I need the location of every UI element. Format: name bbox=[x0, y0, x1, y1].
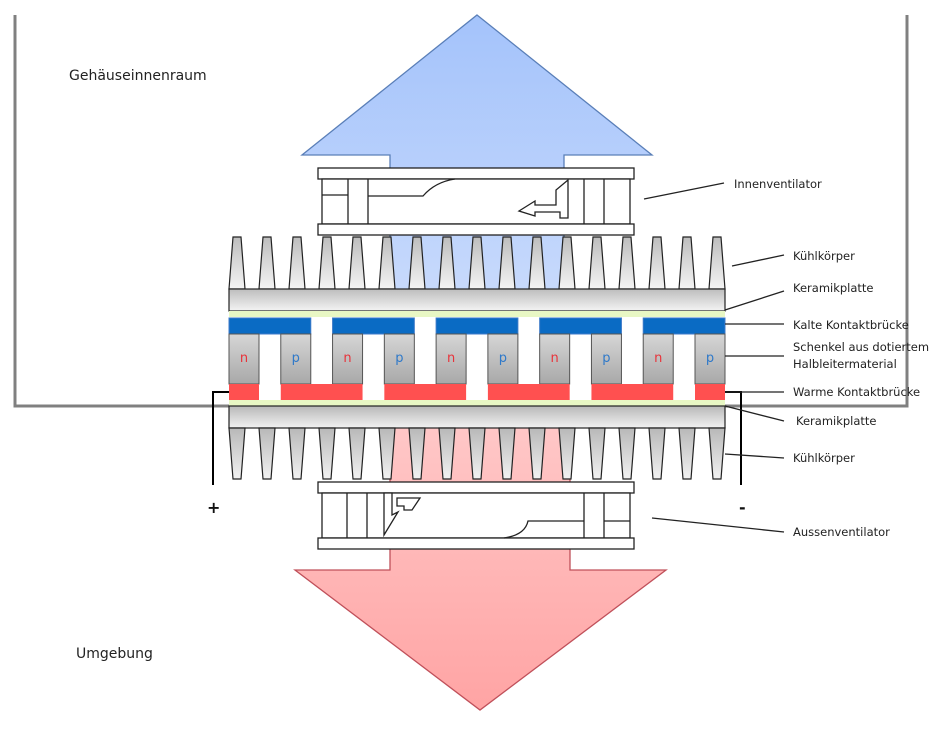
heatsink-fin bbox=[258, 427, 276, 480]
airflow-arrow-icon bbox=[383, 492, 400, 538]
warm-contact-bridge bbox=[695, 384, 725, 400]
semiconductor-leg-n bbox=[228, 333, 260, 385]
heatsink-fin bbox=[648, 236, 666, 290]
leg-type-label: p bbox=[395, 351, 403, 366]
ceramic-plate-bottom bbox=[229, 400, 725, 406]
leg-type-label: n bbox=[343, 351, 351, 366]
heatsink-fin bbox=[468, 427, 486, 480]
warm-contact-bridge bbox=[280, 384, 363, 400]
heatsink-fin bbox=[618, 236, 636, 290]
leg-type-label: p bbox=[602, 351, 610, 366]
warm-contact-bridge bbox=[229, 384, 259, 400]
leg-type-label: n bbox=[654, 351, 662, 366]
heatsink-fin bbox=[378, 427, 396, 480]
leg-type-label: n bbox=[240, 351, 248, 366]
heatsink-fin bbox=[678, 427, 696, 480]
heatsink-fin bbox=[708, 236, 726, 290]
region-label-outside: Umgebung bbox=[76, 646, 153, 662]
heatsink-fin bbox=[498, 427, 516, 480]
label-heatsink-top: Kühlkörper bbox=[793, 249, 855, 263]
warm-contact-bridge bbox=[591, 384, 674, 400]
cold-contact-bridge bbox=[539, 317, 622, 335]
cold-contact-bridge bbox=[642, 317, 726, 335]
heatsink-fin bbox=[438, 427, 456, 480]
label-heatsink-bottom: Kühlkörper bbox=[793, 451, 855, 465]
label-legs-line2: Halbleitermaterial bbox=[793, 357, 897, 371]
heatsink-fin bbox=[258, 236, 276, 290]
leg-type-label: p bbox=[499, 351, 507, 366]
label-ceramic-bottom: Keramikplatte bbox=[796, 414, 877, 428]
heatsink-fin bbox=[648, 427, 666, 480]
label-inner-fan: Innenventilator bbox=[734, 177, 822, 191]
wire-plus bbox=[212, 391, 229, 485]
semiconductor-leg-p bbox=[487, 333, 519, 385]
cold-contact-bridge bbox=[435, 317, 519, 335]
heatsink-base-top bbox=[228, 288, 726, 312]
label-legs: Schenkel aus dotiertem bbox=[793, 340, 929, 354]
semiconductor-leg-n bbox=[332, 333, 364, 385]
heatsink-fin bbox=[318, 236, 336, 290]
heatsink-fin bbox=[288, 427, 306, 480]
semiconductor-leg-n bbox=[435, 333, 467, 385]
leg-type-label: n bbox=[447, 351, 455, 366]
semiconductor-leg-p bbox=[383, 333, 415, 385]
heatsink-fin bbox=[588, 427, 606, 480]
airflow-arrow-icon bbox=[517, 178, 569, 219]
cold-contact-bridge bbox=[332, 317, 415, 335]
heatsink-fin bbox=[348, 427, 366, 480]
heatsink-fin bbox=[408, 427, 426, 480]
region-label-inside: Gehäuseinnenraum bbox=[69, 68, 207, 84]
heatsink-fin bbox=[348, 236, 366, 290]
warm-contact-bridge bbox=[384, 384, 467, 400]
outer-fan bbox=[317, 481, 635, 550]
terminal-minus: - bbox=[739, 498, 746, 517]
heatsink-fin bbox=[228, 427, 246, 480]
label-ceramic-top: Keramikplatte bbox=[793, 281, 874, 295]
terminal-plus: + bbox=[207, 498, 220, 517]
heatsink-fin bbox=[288, 236, 306, 290]
ceramic-plate-top bbox=[229, 311, 725, 317]
inner-fan bbox=[317, 167, 635, 236]
heatsink-fin bbox=[318, 427, 336, 480]
heatsink-base-bottom bbox=[228, 405, 726, 429]
heatsink-fin bbox=[678, 236, 696, 290]
cold-contact-bridge bbox=[228, 317, 312, 335]
heatsink-fin bbox=[558, 427, 576, 480]
semiconductor-leg-p bbox=[694, 333, 726, 385]
semiconductor-leg-n bbox=[642, 333, 674, 385]
heatsink-fin bbox=[708, 427, 726, 480]
semiconductor-leg-p bbox=[590, 333, 622, 385]
semiconductor-leg-p bbox=[280, 333, 312, 385]
heatsink-fin bbox=[588, 236, 606, 290]
heatsink-fin bbox=[618, 427, 636, 480]
warm-contact-bridge bbox=[487, 384, 570, 400]
label-outer-fan: Aussenventilator bbox=[793, 525, 890, 539]
label-warm-bridge: Warme Kontaktbrücke bbox=[793, 385, 920, 399]
semiconductor-leg-n bbox=[539, 333, 571, 385]
label-cold-bridge: Kalte Kontaktbrücke bbox=[793, 318, 909, 332]
heatsink-fin bbox=[228, 236, 246, 290]
heatsink-fin bbox=[528, 427, 546, 480]
leg-type-label: p bbox=[706, 351, 714, 366]
leader-lines bbox=[643, 182, 785, 533]
leg-type-label: n bbox=[551, 351, 559, 366]
leg-type-label: p bbox=[292, 351, 300, 366]
